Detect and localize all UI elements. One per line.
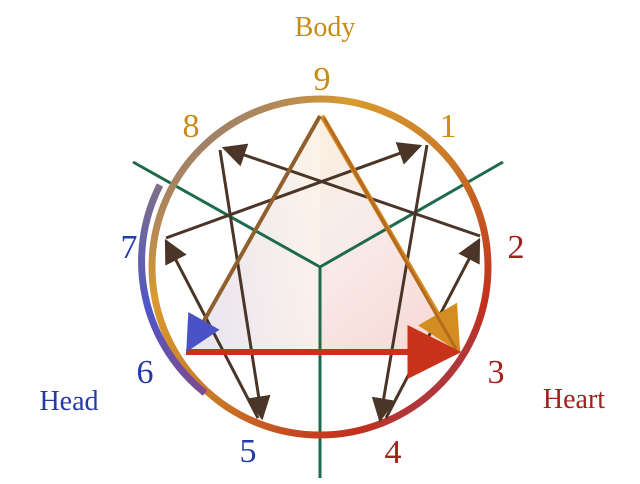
arrow-8-to-5 <box>218 149 271 421</box>
label-head: Head <box>39 386 98 417</box>
arrow-9-to-6 <box>186 115 322 353</box>
label-body: Body <box>295 12 356 43</box>
point-label-9: 9 <box>314 61 331 98</box>
point-label-5: 5 <box>240 433 257 470</box>
point-label-7: 7 <box>121 229 138 266</box>
label-heart: Heart <box>543 384 605 415</box>
arrow-7-to-1 <box>165 142 423 240</box>
point-label-4: 4 <box>385 434 402 471</box>
arrow-2-to-8 <box>221 143 481 238</box>
divider-right <box>319 160 504 269</box>
point-label-1: 1 <box>440 108 457 145</box>
arrow-1-to-4 <box>371 144 429 423</box>
outer-ring-left-accent <box>138 183 208 396</box>
outer-ring <box>148 95 492 439</box>
point-label-2: 2 <box>508 229 525 266</box>
point-label-8: 8 <box>183 108 200 145</box>
arrow-3-to-9 <box>322 117 458 350</box>
point-label-3: 3 <box>488 354 505 391</box>
point-label-6: 6 <box>137 354 154 391</box>
